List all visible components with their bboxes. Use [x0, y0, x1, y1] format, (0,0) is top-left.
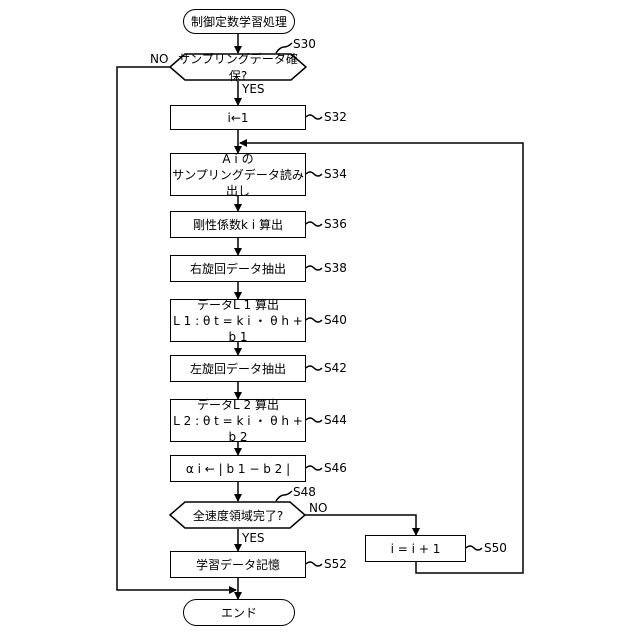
process-s40: データL 1 算出 L 1 : θ t = k i ・ θ h + b 1 — [170, 299, 306, 342]
decision-s30: サンプリングデータ確保? — [176, 54, 300, 80]
process-s50: i = i + 1 — [365, 535, 466, 562]
leader-s34 — [306, 172, 322, 176]
leader-s48 — [276, 491, 292, 501]
leader-s44 — [306, 418, 322, 422]
process-s40-line2: L 1 : θ t = k i ・ θ h + b 1 — [171, 313, 305, 345]
leader-s32 — [306, 115, 322, 119]
step-label-s30: S30 — [293, 37, 316, 51]
decision-s30-label: サンプリングデータ確保? — [176, 50, 300, 84]
edge-label-s30-yes: YES — [242, 82, 265, 96]
step-label-s46: S46 — [324, 461, 347, 475]
step-label-s36: S36 — [324, 217, 347, 231]
process-s32-label: i←1 — [227, 110, 248, 126]
edge-label-s48-no: NO — [309, 501, 327, 515]
start-terminal: 制御定数学習処理 — [183, 9, 295, 34]
process-s46-label: α i ← | b 1 − b 2 | — [186, 461, 290, 477]
process-s44: データL 2 算出 L 2 : θ t = k i ・ θ h + b 2 — [170, 399, 306, 442]
step-label-s48: S48 — [293, 485, 316, 499]
end-label: エンド — [221, 605, 257, 621]
process-s34: A i の サンプリングデータ読み出し — [170, 153, 306, 196]
process-s36: 剛性係数k i 算出 — [170, 211, 306, 238]
leader-s52 — [306, 562, 322, 566]
process-s46: α i ← | b 1 − b 2 | — [170, 455, 306, 482]
process-s38-label: 右旋回データ抽出 — [190, 261, 286, 277]
process-s32: i←1 — [170, 105, 306, 130]
step-label-s52: S52 — [324, 557, 347, 571]
process-s34-line1: A i の — [222, 151, 253, 167]
process-s52-label: 学習データ記憶 — [196, 557, 280, 573]
leader-s42 — [306, 366, 322, 370]
process-s34-line2: サンプリングデータ読み出し — [171, 167, 305, 199]
decision-s48: 全速度領域完了? — [176, 502, 300, 528]
step-label-s34: S34 — [324, 167, 347, 181]
process-s42-label: 左旋回データ抽出 — [190, 361, 286, 377]
start-label: 制御定数学習処理 — [191, 14, 287, 30]
process-s36-label: 剛性係数k i 算出 — [193, 217, 283, 233]
step-label-s38: S38 — [324, 261, 347, 275]
process-s44-line2: L 2 : θ t = k i ・ θ h + b 2 — [171, 413, 305, 445]
step-label-s40: S40 — [324, 313, 347, 327]
leader-s46 — [306, 466, 322, 470]
decision-s48-label: 全速度領域完了? — [193, 507, 283, 524]
leader-s50 — [466, 546, 482, 550]
edge-label-s48-yes: YES — [242, 531, 265, 545]
step-label-s44: S44 — [324, 413, 347, 427]
step-label-s42: S42 — [324, 361, 347, 375]
process-s52: 学習データ記憶 — [170, 551, 306, 578]
leader-s38 — [306, 266, 322, 270]
process-s44-line1: データL 2 算出 — [197, 397, 279, 413]
step-label-s32: S32 — [324, 110, 347, 124]
process-s38: 右旋回データ抽出 — [170, 255, 306, 282]
process-s50-label: i = i + 1 — [391, 541, 441, 557]
end-terminal: エンド — [183, 599, 295, 626]
edge-label-s30-no: NO — [150, 52, 168, 66]
leader-s40 — [306, 318, 322, 322]
process-s40-line1: データL 1 算出 — [197, 297, 279, 313]
leader-s36 — [306, 222, 322, 226]
process-s42: 左旋回データ抽出 — [170, 355, 306, 382]
step-label-s50: S50 — [484, 541, 507, 555]
edge-s48-no — [305, 515, 416, 535]
